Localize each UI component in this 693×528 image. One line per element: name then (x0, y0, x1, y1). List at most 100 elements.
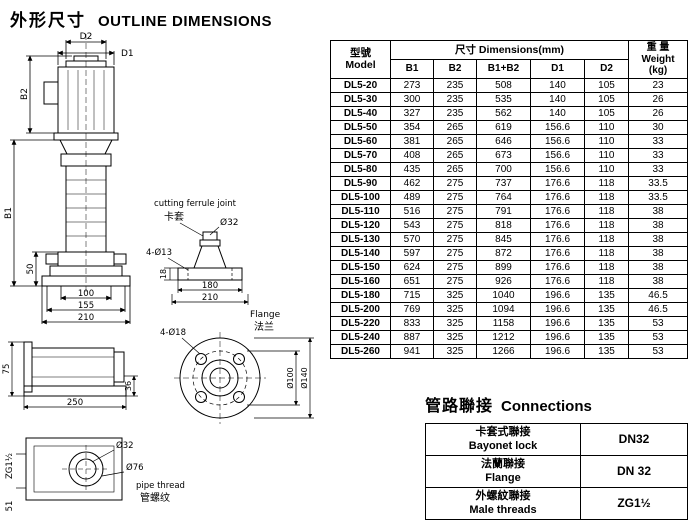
ferrule-label-en: cutting ferrule joint (154, 199, 237, 209)
header-b1b2: B1+B2 (476, 59, 531, 79)
dimension-cell: 275 (433, 175, 477, 191)
dimension-cell: 275 (433, 231, 477, 247)
dimension-cell: 118 (583, 273, 630, 289)
dimension-cell: 156.6 (530, 147, 585, 163)
dimension-cell: 105 (583, 105, 630, 121)
dimension-cell: 176.6 (530, 259, 585, 275)
dimension-cell: 118 (583, 189, 630, 205)
dimension-cell: 381 (390, 133, 434, 149)
dimension-cell: 325 (433, 315, 477, 331)
dimension-cell: 53 (628, 329, 689, 345)
label-b1: B1 (4, 207, 14, 219)
dimensions-table: 型號 Model 尺寸 Dimensions(mm) 重 量 Weight (k… (330, 39, 689, 359)
dimension-cell: 700 (476, 161, 531, 177)
dimension-cell: 156.6 (530, 161, 585, 177)
label-zg: ZG1½ (5, 453, 15, 479)
dimension-cell: 135 (583, 343, 630, 359)
connection-type-zh: 外螺紋聯接 (475, 490, 531, 503)
dimension-cell: 33 (628, 133, 689, 149)
dimension-cell: 110 (583, 147, 630, 163)
header-b1: B1 (390, 59, 434, 79)
dimension-cell: 408 (390, 147, 434, 163)
dimension-cell: 646 (476, 133, 531, 149)
model-cell: DL5-80 (330, 161, 391, 177)
model-cell: DL5-140 (330, 245, 391, 261)
dimension-cell: 941 (390, 343, 434, 359)
label-50: 50 (26, 264, 36, 275)
dimension-cell: 275 (433, 217, 477, 233)
label-d1: D1 (121, 49, 134, 59)
dimension-cell: 118 (583, 203, 630, 219)
connection-value-cell: ZG1½ (580, 487, 688, 520)
dimension-cell: 489 (390, 189, 434, 205)
dimension-cell: 845 (476, 231, 531, 247)
label-4phi13: 4-Ø13 (146, 247, 172, 258)
dimension-cell: 38 (628, 217, 689, 233)
dimension-cell: 176.6 (530, 273, 585, 289)
model-cell: DL5-160 (330, 273, 391, 289)
dimension-cell: 105 (583, 91, 630, 107)
dimension-cell: 562 (476, 105, 531, 121)
header-model-zh: 型號 (350, 47, 371, 60)
dimension-cell: 300 (390, 91, 434, 107)
model-cell: DL5-60 (330, 133, 391, 149)
model-cell: DL5-150 (330, 259, 391, 275)
dimension-cell: 33 (628, 161, 689, 177)
dimension-cell: 535 (476, 91, 531, 107)
label-phi100: Ø100 (285, 367, 295, 389)
model-cell: DL5-260 (330, 343, 391, 359)
dimension-cell: 325 (433, 287, 477, 303)
model-cell: DL5-90 (330, 175, 391, 191)
pipe-thread-label-en: pipe thread (136, 481, 185, 491)
dimension-cell: 135 (583, 301, 630, 317)
dimension-cell: 30 (628, 119, 689, 135)
connections-title-chinese: 管路聯接 (425, 398, 494, 415)
connection-value-cell: DN 32 (580, 455, 688, 488)
dimension-cell: 327 (390, 105, 434, 121)
dimension-cell: 156.6 (530, 119, 585, 135)
dimension-cell: 235 (433, 91, 477, 107)
header-model: 型號 Model (330, 40, 391, 79)
dimension-cell: 1094 (476, 301, 531, 317)
dimension-cell: 196.6 (530, 301, 585, 317)
dimension-cell: 435 (390, 161, 434, 177)
connections-title-english: Connections (501, 398, 592, 415)
dimension-cell: 818 (476, 217, 531, 233)
dimension-cell: 118 (583, 231, 630, 247)
model-cell: DL5-70 (330, 147, 391, 163)
label-155: 155 (78, 301, 94, 311)
dimension-cell: 325 (433, 329, 477, 345)
dimension-cell: 265 (433, 161, 477, 177)
dimension-cell: 265 (433, 133, 477, 149)
dimension-cell: 176.6 (530, 231, 585, 247)
dimension-cell: 462 (390, 175, 434, 191)
connection-type-en: Bayonet lock (468, 439, 538, 452)
dimension-cell: 354 (390, 119, 434, 135)
dimension-cell: 619 (476, 119, 531, 135)
dimension-cell: 23 (628, 77, 689, 93)
base-bottom-view: Ø32 Ø76 pipe thread 管螺纹 ZG1½ 51 (5, 437, 185, 511)
model-cell: DL5-100 (330, 189, 391, 205)
ferrule-label-zh: 卡套 (164, 210, 184, 223)
dimension-cell: 325 (433, 343, 477, 359)
dimension-cell: 105 (583, 77, 630, 93)
dimension-cell: 764 (476, 189, 531, 205)
label-phi32: Ø32 (220, 217, 239, 228)
dimension-cell: 791 (476, 203, 531, 219)
